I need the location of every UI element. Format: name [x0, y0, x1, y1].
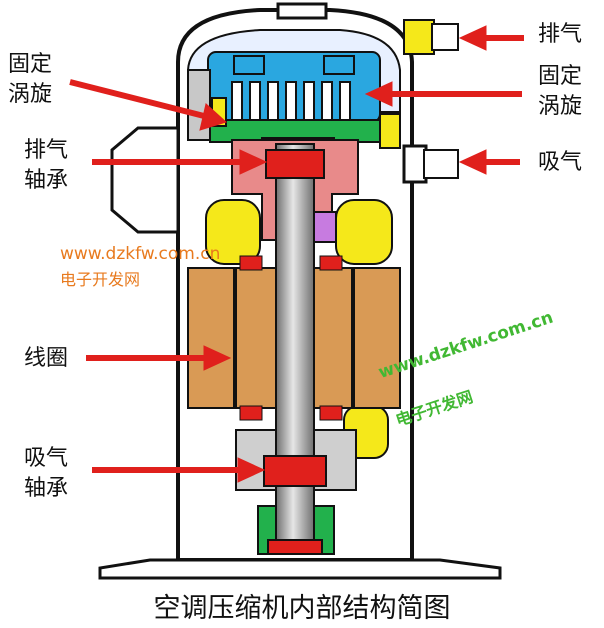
scroll-fins [231, 81, 351, 123]
label-suction-bearing-1: 吸气 [24, 446, 69, 471]
label-discharge: 排气 [538, 22, 583, 47]
top-cap [276, 2, 328, 20]
rotor-red-top-l [239, 255, 263, 271]
label-fixed-scroll-left-2: 涡旋 [8, 82, 53, 107]
label-coil: 线圈 [24, 346, 69, 371]
discharge-bearing [265, 149, 325, 179]
diagram-caption: 空调压缩机内部结构简图 [153, 593, 451, 624]
arrow-discharge-bearing [92, 149, 268, 175]
label-fixed-scroll-left-1: 固定 [8, 52, 53, 77]
discharge-tube [431, 23, 459, 51]
arrow-discharge [458, 25, 524, 51]
base-plate [98, 558, 502, 580]
counterweight-right [335, 199, 393, 265]
stator-coil-4 [353, 267, 401, 409]
stator-coil-2 [235, 267, 283, 409]
bottom-bearing [267, 539, 323, 555]
label-fixed-scroll-right-1: 固定 [538, 64, 583, 89]
arrow-suction [458, 149, 520, 175]
label-discharge-bearing-1: 排气 [24, 138, 69, 163]
arrows [69, 25, 524, 483]
terminal-box [110, 126, 180, 234]
purple-block [313, 211, 337, 243]
watermark-orange-name: 电子开发网 [60, 270, 141, 289]
scroll-port-right [323, 55, 355, 75]
label-fixed-scroll-right-2: 涡旋 [538, 94, 583, 119]
label-suction-bearing-2: 轴承 [24, 476, 69, 501]
scroll-port-left [233, 55, 265, 75]
discharge-fitting [403, 19, 435, 55]
crankshaft [275, 143, 315, 555]
arrow-coil [86, 345, 232, 371]
rotor-red-top-r [319, 255, 343, 271]
watermark-orange-url: www.dzkfw.com.cn [60, 244, 221, 264]
rotor-red-bot-l [239, 405, 263, 421]
right-bracket-yellow [379, 113, 401, 149]
counterweight-left [205, 199, 261, 265]
label-discharge-bearing-2: 轴承 [24, 168, 69, 193]
suction-bearing [263, 455, 327, 487]
label-suction: 吸气 [538, 150, 583, 175]
arrow-suction-bearing [92, 457, 266, 483]
rotor-red-bot-r [319, 405, 343, 421]
suction-tube [423, 149, 459, 179]
stator-coil-1 [187, 267, 235, 409]
suction-fitting [402, 144, 428, 184]
arrow-fixed-scroll-right [364, 81, 522, 107]
arrow-fixed-scroll-left [69, 79, 227, 131]
